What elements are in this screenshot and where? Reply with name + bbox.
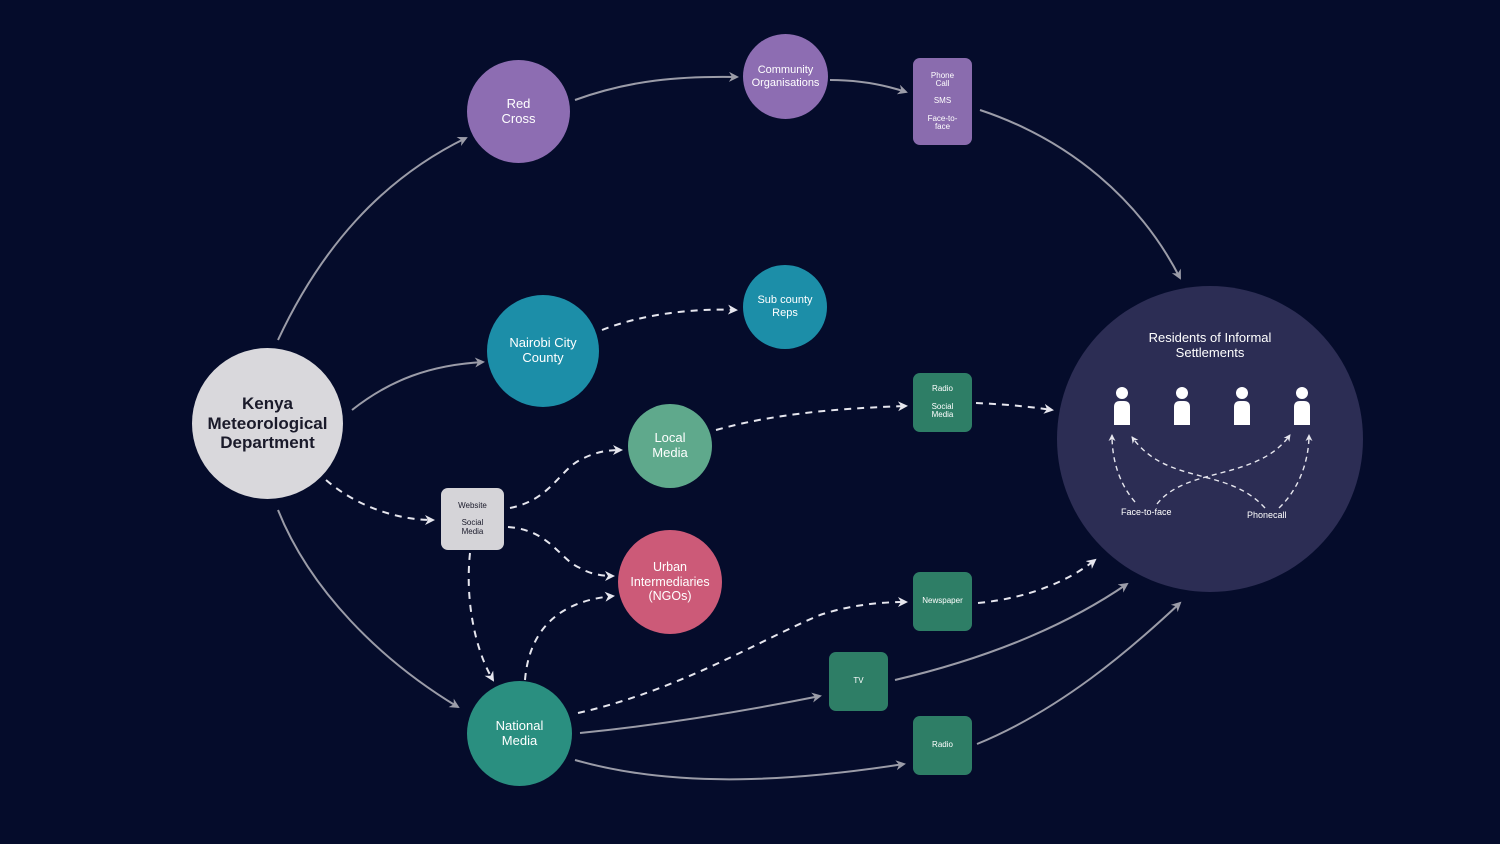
social-media-label: Social Media (461, 518, 484, 536)
arrow-kmd-redcross (277, 137, 468, 341)
website-label: Website (458, 500, 487, 510)
arrow-kmd-nairobi (351, 357, 485, 411)
local-media-node[interactable]: Local Media (628, 404, 712, 488)
social-media-label: Social Media (931, 401, 954, 420)
radio-social-box[interactable]: Radio Social Media (913, 373, 972, 432)
newspaper-label: Newspaper (922, 596, 963, 606)
nairobi-county-node[interactable]: Nairobi City County (487, 295, 599, 407)
arrow-face-to-face-left (1108, 434, 1136, 503)
website-social-box[interactable]: Website Social Media (441, 488, 504, 550)
arrow-nairobi-subcounty (601, 304, 738, 331)
sub-county-label: Sub county Reps (757, 294, 813, 319)
person-icon (1294, 387, 1310, 425)
arrow-national-urban (524, 591, 615, 681)
community-orgs-label: Community Organisations (751, 63, 820, 89)
phone-call-label: Phone Call (930, 70, 955, 88)
arrow-national-radio (574, 759, 906, 781)
tv-box[interactable]: TV (829, 652, 888, 711)
tv-label: TV (853, 676, 864, 686)
radio-label: Radio (932, 740, 953, 750)
arrow-phone-residents (979, 109, 1181, 280)
arrow-phonecall-right (1278, 434, 1313, 509)
residents-label: Residents of Informal Settlements (1148, 330, 1272, 360)
urban-intermediaries-label: Urban Intermediaries (NGOs) (630, 560, 710, 604)
community-orgs-node[interactable]: Community Organisations (743, 34, 828, 119)
arrow-phonecall-left (1131, 436, 1266, 509)
arrow-face-to-face-right (1156, 434, 1291, 505)
red-cross-node[interactable]: Red Cross (467, 60, 570, 163)
face-to-face-label: Face-to-face (1121, 507, 1172, 517)
arrow-radio-residents (975, 402, 1054, 414)
arrow-tv-residents (894, 582, 1129, 681)
face-to-face-box-label: Face-to-face (927, 113, 958, 132)
arrow-newspaper-residents (977, 558, 1097, 604)
red-cross-label: Red Cross (501, 95, 536, 126)
urban-intermediaries-node[interactable]: Urban Intermediaries (NGOs) (618, 530, 722, 634)
arrow-national-tv (579, 692, 822, 734)
arrow-kmd-website (325, 479, 435, 525)
arrow-radio-residents (976, 601, 1182, 745)
arrow-community-phone (829, 79, 908, 95)
phonecall-label: Phonecall (1247, 510, 1287, 520)
sub-county-node[interactable]: Sub county Reps (743, 265, 827, 349)
nairobi-county-label: Nairobi City County (509, 335, 577, 365)
arrow-localmedia-radio (715, 401, 908, 431)
local-media-label: Local Media (652, 430, 688, 460)
national-media-node[interactable]: National Media (467, 681, 572, 786)
radio-label: Radio (932, 384, 953, 394)
person-icon (1234, 387, 1250, 425)
newspaper-box[interactable]: Newspaper (913, 572, 972, 631)
kmd-node[interactable]: Kenya Meteorological Department (192, 348, 343, 499)
sms-label: SMS (933, 96, 952, 106)
arrow-kmd-national (277, 509, 460, 709)
arrow-website-national (467, 552, 495, 682)
person-icon (1174, 387, 1190, 425)
arrow-website-localmedia (509, 445, 623, 509)
arrow-national-newspaper (577, 597, 908, 714)
residents-channels (1108, 387, 1313, 509)
arrow-website-urban (507, 526, 615, 581)
phone-sms-box[interactable]: Phone Call SMS Face-to-face (913, 58, 972, 145)
arrow-redcross-community (574, 71, 739, 101)
kmd-label: Kenya Meteorological Department (207, 394, 328, 453)
radio-box[interactable]: Radio (913, 716, 972, 775)
national-media-label: National Media (495, 717, 544, 748)
person-icon (1114, 387, 1130, 425)
